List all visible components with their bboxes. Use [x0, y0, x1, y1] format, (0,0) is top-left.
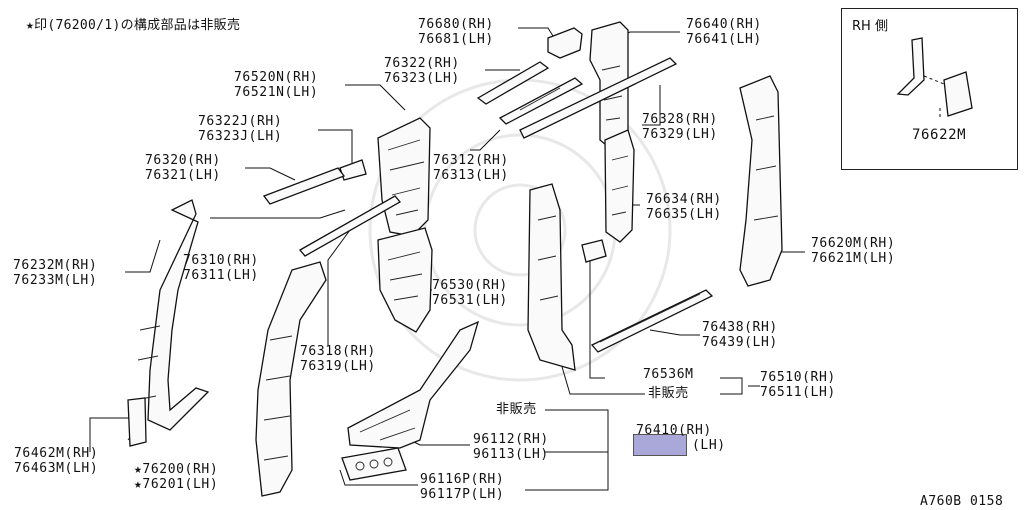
label-76312: 76312(RH)76313(LH) — [433, 153, 509, 183]
label-96116p: 96116P(RH)96117P(LH) — [420, 472, 505, 502]
label-76320: 76320(RH)76321(LH) — [145, 153, 221, 183]
inset-part-label: 76622M — [912, 127, 967, 143]
label-76620m: 76620M(RH)76621M(LH) — [811, 236, 896, 266]
part-76328-rail — [519, 57, 678, 139]
inset-title: RH 側 — [852, 19, 888, 34]
part-76310-rail — [299, 195, 401, 257]
label-76310: 76310(RH)76311(LH) — [183, 253, 259, 283]
rh-side-inset: RH 側 76622M — [841, 8, 1018, 170]
label-76328: 76328(RH)76329(LH) — [642, 112, 718, 142]
part-76520n-pillar — [377, 117, 431, 237]
highlight-76410 — [633, 434, 687, 456]
part-96116p-step — [341, 447, 407, 481]
part-76620m-rear-pillar — [739, 75, 783, 287]
part-76322j-bracket — [339, 159, 367, 181]
part-76320-strip — [262, 167, 346, 205]
not-sold-label-1: 非販売 — [648, 386, 689, 401]
label-76640: 76640(RH)76641(LH) — [686, 17, 762, 47]
not-sold-note: ★印(76200/1)の構成部品は非販売 — [26, 18, 241, 33]
label-76322j: 76322J(RH)76323J(LH) — [198, 114, 283, 144]
part-76530-panel — [377, 227, 433, 333]
part-76232m-front-pillar — [127, 199, 210, 447]
label-76634: 76634(RH)76635(LH) — [646, 192, 722, 222]
label-76318: 76318(RH)76319(LH) — [300, 344, 376, 374]
label-76462m: 76462M(RH)76463M(LH) — [14, 446, 99, 476]
part-76200-body-side — [527, 183, 576, 371]
inset-bracket-sketch — [896, 37, 973, 120]
part-76410-rocker — [347, 320, 480, 449]
part-76680-bracket — [547, 27, 583, 59]
label-76510: 76510(RH)76511(LH) — [760, 370, 836, 400]
label-76438: 76438(RH)76439(LH) — [702, 320, 778, 350]
part-76318-pillar — [255, 261, 327, 497]
label-76322: 76322(RH)76323(LH) — [384, 56, 460, 86]
label-76680: 76680(RH)76681(LH) — [418, 17, 494, 47]
not-sold-label-2: 非販売 — [496, 402, 537, 417]
label-76536m: 76536M — [643, 367, 694, 382]
part-76438-sill — [590, 289, 714, 353]
part-76322-strip — [476, 61, 550, 105]
part-76312-rail — [498, 77, 584, 125]
label-76520n: 76520N(RH)76521N(LH) — [234, 70, 319, 100]
label-76530: 76530(RH)76531(LH) — [432, 278, 508, 308]
diagram-code: A760B 0158 — [920, 494, 1004, 509]
part-76634-inner-panel — [604, 129, 635, 243]
label-76232m: 76232M(RH)76233M(LH) — [13, 258, 98, 288]
label-76200: ★76200(RH)★76201(LH) — [134, 462, 219, 492]
part-76536m-bracket — [581, 239, 607, 263]
label-76410: 76410(RH)(LH) — [636, 423, 726, 453]
label-96112: 96112(RH)96113(LH) — [473, 432, 549, 462]
